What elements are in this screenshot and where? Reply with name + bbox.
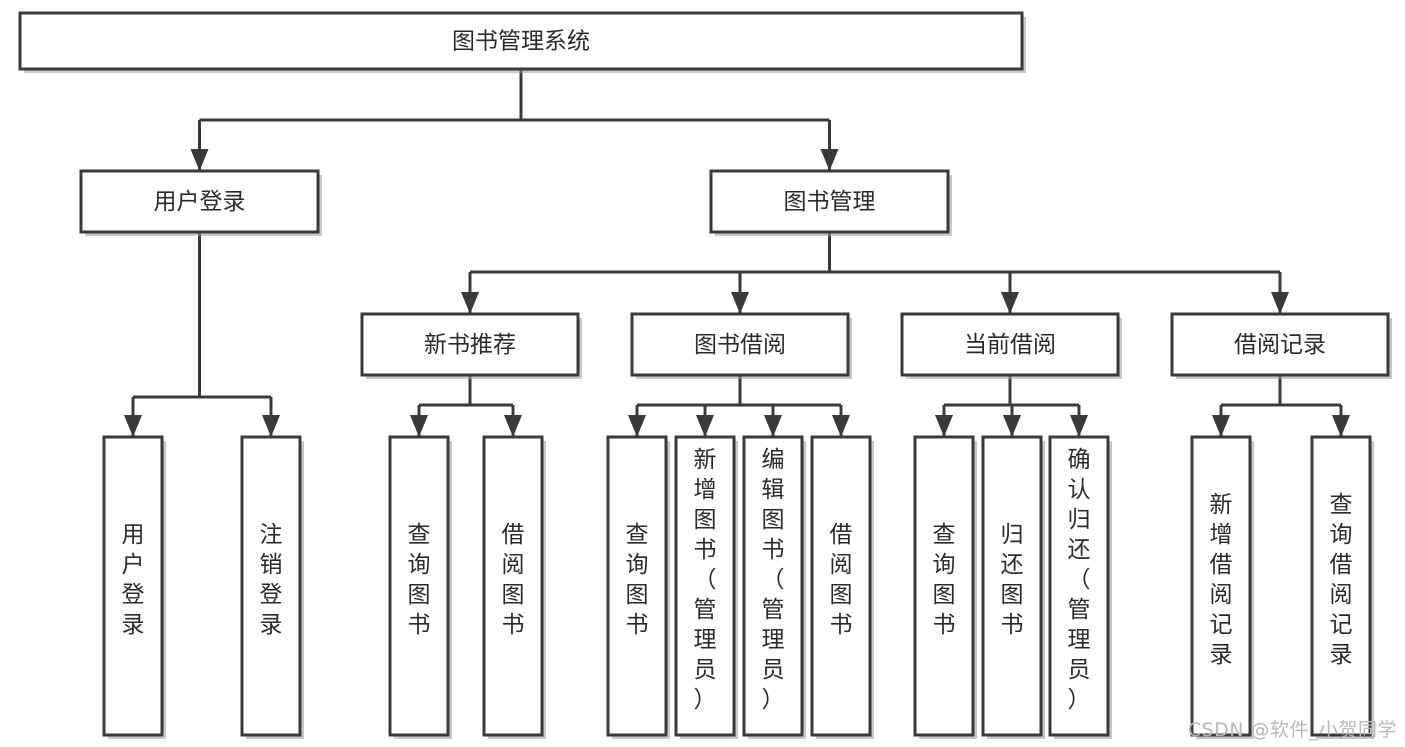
node-label: 图书管理系统: [452, 29, 590, 55]
arrow-head-icon: [1070, 415, 1088, 437]
node-box[interactable]: [606, 435, 668, 737]
connector-edges: [124, 69, 1350, 437]
node-root[interactable]: 图书管理系统: [18, 11, 1026, 73]
node-box[interactable]: [981, 435, 1043, 737]
node-label: 确认归还（管理员）: [1068, 447, 1091, 713]
node-label: 用户登录: [122, 522, 145, 638]
arrow-head-icon: [1001, 292, 1019, 314]
diagram-nodes: 图书管理系统用户登录图书管理新书推荐图书借阅当前借阅借阅记录用户登录注销登录查询…: [18, 11, 1392, 739]
node-box[interactable]: [1048, 435, 1110, 737]
edge-group-book-borrow: [628, 375, 850, 437]
node-label: 用户登录: [154, 189, 246, 215]
node-label: 新书推荐: [424, 332, 516, 358]
node-box[interactable]: [360, 312, 580, 377]
arrow-head-icon: [124, 415, 142, 437]
node-leaf-return-book[interactable]: 归还图书: [981, 435, 1045, 739]
node-box[interactable]: [742, 435, 804, 737]
edge-group-root: [190, 69, 839, 171]
node-label: 当前借阅: [964, 332, 1056, 358]
arrow-head-icon: [764, 415, 782, 437]
edge-group-new-book-recommend: [410, 375, 522, 437]
arrow-head-icon: [935, 415, 953, 437]
node-box[interactable]: [1310, 435, 1372, 737]
arrow-head-icon: [820, 149, 839, 171]
edge-group-current-borrow: [935, 375, 1088, 437]
node-box[interactable]: [913, 435, 975, 737]
node-user-login[interactable]: 用户登录: [79, 169, 322, 236]
node-label: 图书管理: [784, 189, 876, 215]
node-label: 新增借阅记录: [1210, 492, 1233, 668]
node-current-borrow[interactable]: 当前借阅: [900, 312, 1122, 379]
node-box[interactable]: [482, 435, 544, 737]
node-leaf-query-book-3[interactable]: 查询图书: [913, 435, 977, 739]
node-label: 新增图书（管理员）: [694, 447, 717, 713]
arrow-head-icon: [832, 415, 850, 437]
arrow-head-icon: [1271, 292, 1289, 314]
node-label: 注销登录: [260, 522, 283, 638]
node-label: 查询图书: [408, 522, 431, 638]
node-box[interactable]: [1170, 312, 1390, 377]
node-borrow-records[interactable]: 借阅记录: [1170, 312, 1392, 379]
node-box[interactable]: [709, 169, 950, 234]
node-leaf-confirm-return[interactable]: 确认归还（管理员）: [1048, 435, 1112, 739]
node-leaf-borrow-book-1[interactable]: 借阅图书: [482, 435, 546, 739]
node-leaf-logout[interactable]: 注销登录: [240, 435, 304, 739]
arrow-head-icon: [1332, 415, 1350, 437]
node-leaf-add-record[interactable]: 新增借阅记录: [1190, 435, 1254, 739]
arrow-head-icon: [731, 292, 749, 314]
node-label: 归还图书: [1001, 522, 1024, 638]
node-leaf-query-record[interactable]: 查询借阅记录: [1310, 435, 1374, 739]
edge-group-book-management: [461, 232, 1289, 314]
arrow-head-icon: [190, 149, 209, 171]
node-box[interactable]: [388, 435, 450, 737]
node-label: 编辑图书（管理员）: [762, 447, 785, 713]
node-label: 查询借阅记录: [1330, 492, 1353, 668]
node-leaf-user-login[interactable]: 用户登录: [102, 435, 166, 739]
node-box[interactable]: [630, 312, 850, 377]
node-leaf-borrow-book-2[interactable]: 借阅图书: [810, 435, 874, 739]
node-leaf-add-book[interactable]: 新增图书（管理员）: [674, 435, 738, 739]
arrow-head-icon: [504, 415, 522, 437]
node-label: 图书借阅: [694, 332, 786, 358]
node-box[interactable]: [240, 435, 302, 737]
arrow-head-icon: [1003, 415, 1021, 437]
node-book-borrow[interactable]: 图书借阅: [630, 312, 852, 379]
node-label: 借阅记录: [1234, 332, 1326, 358]
node-label: 借阅图书: [830, 522, 853, 638]
watermark-text: CSDN @软件_小贺同学: [1187, 719, 1397, 741]
node-leaf-query-book-2[interactable]: 查询图书: [606, 435, 670, 739]
node-box[interactable]: [1190, 435, 1252, 737]
node-box[interactable]: [102, 435, 164, 737]
arrow-head-icon: [696, 415, 714, 437]
arrow-head-icon: [1212, 415, 1230, 437]
edge-group-user-login: [124, 232, 280, 437]
node-leaf-edit-book[interactable]: 编辑图书（管理员）: [742, 435, 806, 739]
arrow-head-icon: [461, 292, 479, 314]
node-label: 查询图书: [933, 522, 956, 638]
node-box[interactable]: [79, 169, 320, 234]
node-box[interactable]: [674, 435, 736, 737]
node-box[interactable]: [810, 435, 872, 737]
edge-group-borrow-records: [1212, 375, 1350, 437]
node-leaf-query-book-1[interactable]: 查询图书: [388, 435, 452, 739]
node-box[interactable]: [18, 11, 1024, 71]
arrow-head-icon: [410, 415, 428, 437]
node-label: 借阅图书: [502, 522, 525, 638]
node-label: 查询图书: [626, 522, 649, 638]
node-book-management[interactable]: 图书管理: [709, 169, 952, 236]
arrow-head-icon: [628, 415, 646, 437]
node-new-book-recommend[interactable]: 新书推荐: [360, 312, 582, 379]
arrow-head-icon: [262, 415, 280, 437]
node-box[interactable]: [900, 312, 1120, 377]
